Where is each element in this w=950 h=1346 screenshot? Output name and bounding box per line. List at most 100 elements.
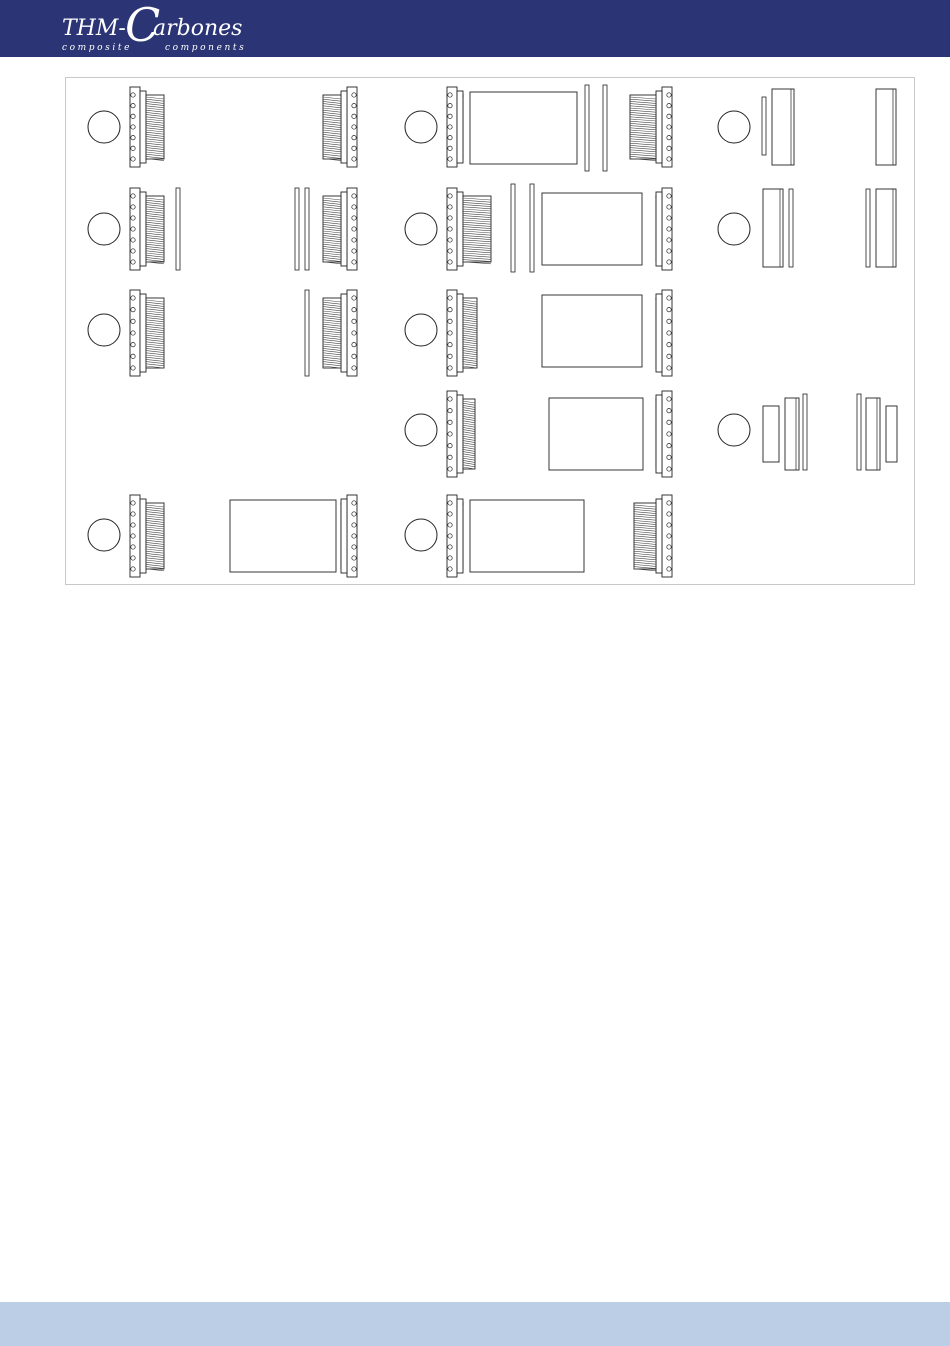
cup-2b-right-notch xyxy=(667,227,671,231)
cup-1c-right-notch xyxy=(352,354,356,358)
bottom-bracket-diagram xyxy=(0,0,950,600)
cup-1b-left-notch xyxy=(131,249,135,253)
cup-2c-right-notch xyxy=(667,296,671,300)
cup-1c-right-notch xyxy=(352,319,356,323)
cup-2e-left-notch xyxy=(448,534,452,538)
cup-2b-right-notch xyxy=(667,238,671,242)
cup-1e-right-notch xyxy=(352,534,356,538)
label-circle-2e xyxy=(405,519,437,551)
cup-2c-left-notch xyxy=(448,342,452,346)
cup-2e-left-notch xyxy=(448,545,452,549)
cup-2b-left-notch xyxy=(448,216,452,220)
cup-1e-right-notch xyxy=(352,567,356,571)
cup-2b-right-notch xyxy=(667,205,671,209)
cup-1c-right-notch xyxy=(352,307,356,311)
cup-1c-left-notch xyxy=(131,354,135,358)
cup-1a-right-notch xyxy=(352,157,356,161)
shim-3b-b xyxy=(866,189,870,267)
cup-2e-right-notch xyxy=(667,556,671,560)
cup-1e-left-notch xyxy=(131,556,135,560)
cup-2c-right-notch xyxy=(667,366,671,370)
cup-2c-right-notch xyxy=(667,331,671,335)
cup-2a-right-notch xyxy=(667,135,671,139)
cup-1b-left-shoulder xyxy=(140,192,146,266)
cup-1e-right-notch xyxy=(352,556,356,560)
cup-2c-left-notch xyxy=(448,331,452,335)
cup-2c-right-notch xyxy=(667,307,671,311)
cup-1a-left-notch xyxy=(131,103,135,107)
cup-2a-left-shoulder xyxy=(457,91,463,163)
cup-2a-left-notch xyxy=(448,103,452,107)
shim-3d-a xyxy=(803,394,807,470)
shim-1b-a xyxy=(176,188,180,270)
cup-2a-right-notch xyxy=(667,93,671,97)
cup-1b-left-notch xyxy=(131,227,135,231)
cup-2d-right-notch xyxy=(667,467,671,471)
cup-2e-right-notch xyxy=(667,501,671,505)
shim-2b-b xyxy=(530,184,534,272)
cup-2d-left-notch xyxy=(448,420,452,424)
label-circle-2a xyxy=(405,111,437,143)
cup-1e-left-notch xyxy=(131,545,135,549)
cup-2d-right-notch xyxy=(667,397,671,401)
cup-1e-right-shoulder xyxy=(341,499,347,573)
cup-2e-right-notch xyxy=(667,545,671,549)
cup-2e-right-notch xyxy=(667,567,671,571)
cup-2e-left-notch xyxy=(448,523,452,527)
cup-1c-left-notch xyxy=(131,342,135,346)
cup-1e-left-notch xyxy=(131,523,135,527)
cup-2b-right-notch xyxy=(667,249,671,253)
cup-1e-left-shoulder xyxy=(140,499,146,573)
cup-1b-right-notch xyxy=(352,194,356,198)
cup-2a-right-shoulder xyxy=(656,91,662,163)
cup-1c-left-notch xyxy=(131,366,135,370)
cup-2c-left-notch xyxy=(448,319,452,323)
cup-2e-left-notch xyxy=(448,567,452,571)
cup-2a-right-notch xyxy=(667,157,671,161)
shim-3d-b xyxy=(857,394,861,470)
cup-2b-left-notch xyxy=(448,194,452,198)
label-circle-3d xyxy=(718,414,750,446)
cup-2e-left-notch xyxy=(448,501,452,505)
shim-2b-a xyxy=(511,184,515,272)
shim-1b-c xyxy=(305,188,309,270)
cup-1a-right-notch xyxy=(352,135,356,139)
cup-2d-left-shoulder xyxy=(457,395,463,473)
cup-2d-left-notch xyxy=(448,455,452,459)
shim-1b-b xyxy=(295,188,299,270)
cup-1a-right-notch xyxy=(352,125,356,129)
cup-3d-left xyxy=(785,398,799,470)
cup-1a-left-notch xyxy=(131,157,135,161)
cup-2c-left-shoulder xyxy=(457,294,463,372)
cup-1a-right-notch xyxy=(352,103,356,107)
shim-3a xyxy=(762,97,766,155)
cup-2a-right-notch xyxy=(667,146,671,150)
cup-1b-left-notch xyxy=(131,238,135,242)
sleeve-2a xyxy=(470,92,577,164)
cup-1b-right-notch xyxy=(352,227,356,231)
cup-1a-left-notch xyxy=(131,125,135,129)
cup-2b-left-notch xyxy=(448,205,452,209)
shim-2a-b xyxy=(603,85,607,171)
cup-1e-left-notch xyxy=(131,501,135,505)
shim-3b-a xyxy=(789,189,793,267)
cup-2e-left-notch xyxy=(448,512,452,516)
cup-1a-right-notch xyxy=(352,114,356,118)
spacer-3d-b xyxy=(886,406,897,462)
cup-1b-left-notch xyxy=(131,205,135,209)
cup-2b-left-notch xyxy=(448,260,452,264)
cup-1e-right-notch xyxy=(352,523,356,527)
cup-1c-right-notch xyxy=(352,342,356,346)
shim-2a-a xyxy=(585,85,589,171)
cup-1b-right-notch xyxy=(352,205,356,209)
cup-1c-left-notch xyxy=(131,319,135,323)
cup-2d-left-notch xyxy=(448,397,452,401)
cup-2a-left-notch xyxy=(448,157,452,161)
cup-2e-right-notch xyxy=(667,512,671,516)
cup-1b-right-notch xyxy=(352,216,356,220)
sleeve-1e xyxy=(230,500,336,572)
cup-2c-left-notch xyxy=(448,307,452,311)
cup-1c-left-notch xyxy=(131,296,135,300)
cup-1c-left-shoulder xyxy=(140,294,146,372)
cup-2d-left-notch xyxy=(448,408,452,412)
